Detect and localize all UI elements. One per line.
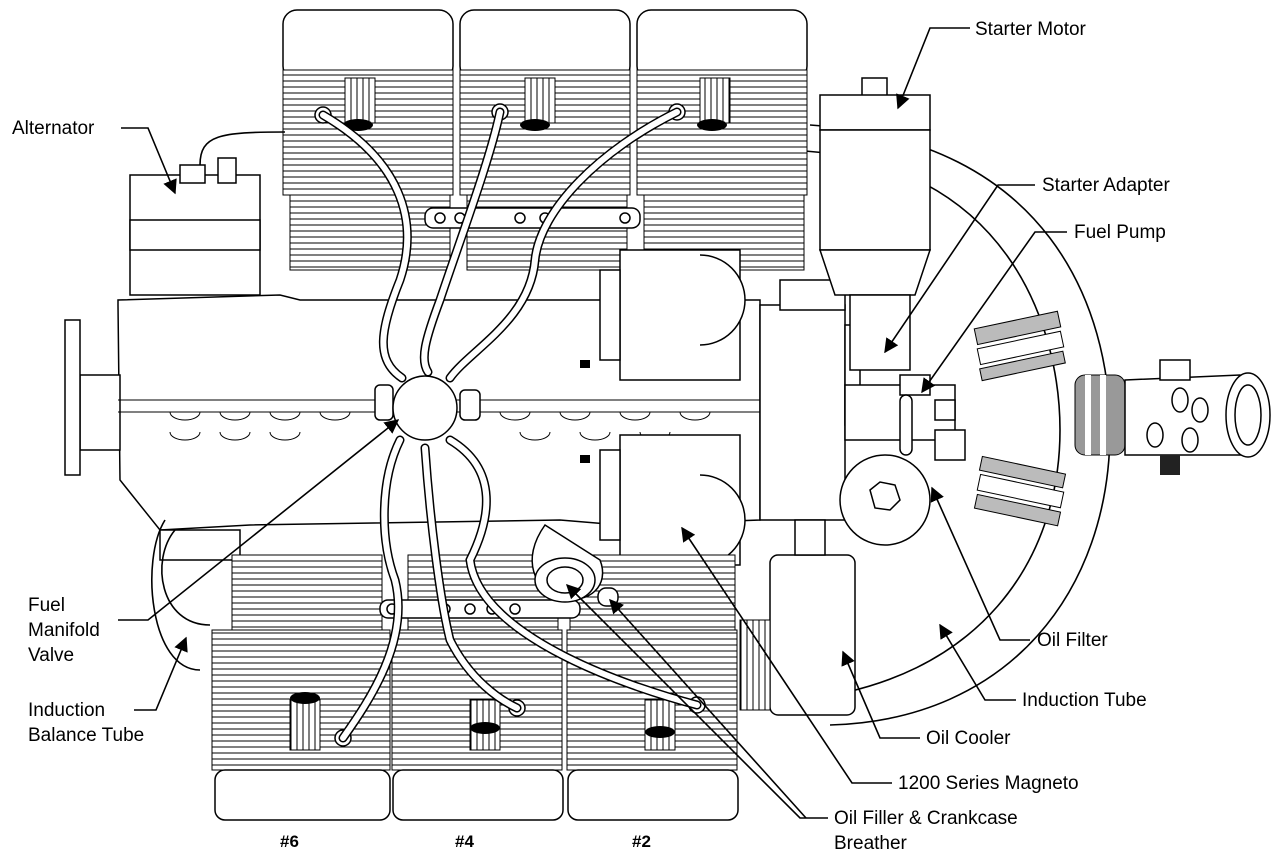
- leader-induction-balance-tube: [134, 636, 188, 711]
- oil-cooler-body: [739, 519, 856, 716]
- label-alternator: Alternator: [12, 118, 95, 139]
- oil-filler-body: [531, 523, 619, 607]
- label-oil-filler-line1: Oil Filler & Crankcase: [834, 808, 1018, 829]
- induction-band-lower: [973, 455, 1067, 527]
- label-induction-tube: Induction Tube: [1022, 690, 1147, 711]
- leader-oil-filter: [930, 486, 1030, 641]
- label-magneto: 1200 Series Magneto: [898, 773, 1079, 794]
- label-cylinder-6: #6: [280, 832, 299, 851]
- leader-alternator: [121, 127, 177, 195]
- leader-starter-motor: [896, 27, 970, 110]
- label-fuel-manifold-valve-line3: Valve: [28, 645, 74, 666]
- fuel-pump-body: [844, 374, 966, 461]
- label-oil-filter: Oil Filter: [1037, 630, 1108, 651]
- label-oil-cooler: Oil Cooler: [926, 728, 1011, 749]
- starter-motor-body: [818, 77, 932, 371]
- fuel-manifold-valve-body: [374, 375, 481, 441]
- bottom-cylinders: [151, 519, 739, 821]
- label-induction-balance-tube-line2: Balance Tube: [28, 725, 144, 746]
- leader-fuel-pump: [921, 231, 1067, 394]
- leader-induction-tube: [939, 623, 1016, 701]
- magneto-bodies: [580, 249, 746, 566]
- leader-magneto: [681, 526, 892, 784]
- leader-starter-adapter: [884, 184, 1035, 354]
- leader-oil-filler-a: [565, 583, 828, 819]
- fuel-lines: [318, 107, 702, 743]
- label-fuel-pump: Fuel Pump: [1074, 222, 1166, 243]
- label-starter-adapter: Starter Adapter: [1042, 175, 1170, 196]
- alternator-body: [129, 131, 286, 296]
- label-cylinder-4: #4: [455, 832, 474, 851]
- top-cylinders: [282, 9, 808, 271]
- leader-oil-filler-b: [609, 598, 807, 819]
- callout-labels: Starter Motor Alternator Starter Adapter…: [12, 19, 1170, 854]
- label-oil-filler-line2: Breather: [834, 833, 908, 854]
- label-cylinder-2: #2: [632, 832, 651, 851]
- label-starter-motor: Starter Motor: [975, 19, 1087, 40]
- label-induction-balance-tube-line1: Induction: [28, 700, 105, 721]
- label-fuel-manifold-valve-line2: Manifold: [28, 620, 100, 641]
- leader-lines: [118, 27, 1067, 819]
- oil-filter-body: [839, 454, 931, 546]
- leader-fuel-manifold-valve: [118, 419, 400, 621]
- label-fuel-manifold-valve-line1: Fuel: [28, 595, 65, 616]
- induction-band-upper: [973, 310, 1066, 382]
- throttle-body: [1074, 359, 1271, 475]
- leader-oil-cooler: [841, 650, 920, 739]
- engine-drawing: [64, 9, 1271, 821]
